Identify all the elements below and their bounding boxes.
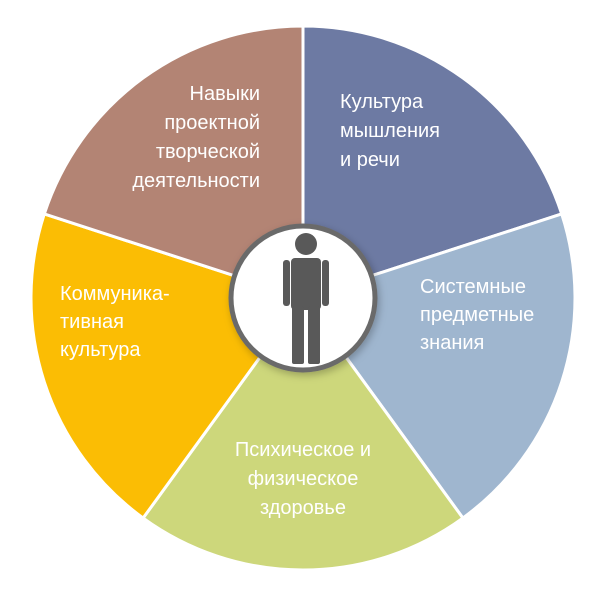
- segment-label-communicative-culture: Коммуника-тивная культура: [60, 283, 170, 361]
- segment-label-mental-physical-health: Психическое и физическое здоровье: [235, 439, 371, 519]
- person-icon: [283, 233, 329, 364]
- wheel-segments: [29, 24, 577, 572]
- segment-label-line: Навыки: [190, 83, 261, 105]
- segment-label-line: культура: [60, 339, 141, 361]
- segment-label-line: и речи: [340, 149, 400, 171]
- segment-label-line: Культура: [340, 91, 424, 113]
- segment-label-line: знания: [420, 332, 484, 354]
- segment-label-line: Системные: [420, 276, 526, 298]
- center-hub: [228, 223, 378, 373]
- segment-label-line: предметные: [420, 304, 534, 326]
- segment-label-line: деятельности: [132, 170, 260, 192]
- segment-label-line: физическое: [248, 468, 359, 490]
- segment-label-line: Коммуника-: [60, 283, 170, 305]
- segment-project-creative-skills: [42, 24, 305, 301]
- segment-label-line: мышления: [340, 120, 440, 142]
- segment-culture-of-thinking: [301, 24, 564, 301]
- segment-mental-physical-health: [141, 295, 465, 572]
- segment-label-line: творческой: [156, 141, 260, 163]
- segment-label-project-creative-skills: Навыки проектной творческой деятельности: [132, 83, 260, 192]
- segment-label-culture-of-thinking: Культура мышления и речи: [340, 91, 440, 171]
- segment-label-line: тивная: [60, 311, 124, 333]
- segment-label-line: проектной: [164, 112, 260, 134]
- segment-label-line: Психическое и: [235, 439, 371, 461]
- segment-label-systemic-knowledge: Системные предметные знания: [420, 276, 534, 354]
- segment-label-line: здоровье: [260, 497, 346, 519]
